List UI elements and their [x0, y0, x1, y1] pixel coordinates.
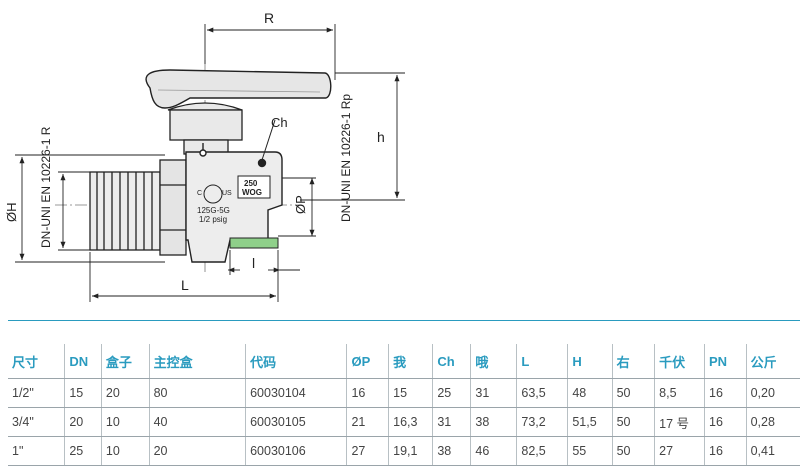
table-cell: 3/4"	[8, 407, 65, 437]
dim-label-L: L	[181, 277, 189, 293]
table-cell: 20	[100, 378, 150, 408]
table-cell: 51,5	[567, 407, 613, 437]
table-cell: 38	[470, 407, 517, 437]
table-cell: 50	[611, 407, 655, 437]
table-cell: 31	[470, 378, 517, 408]
dim-label-h: h	[377, 129, 385, 145]
column-header: 千伏	[654, 344, 705, 379]
table-cell: 50	[611, 378, 655, 408]
handle-lever	[145, 69, 332, 109]
column-header: 我	[388, 344, 433, 379]
mark-csa-c: C	[197, 190, 202, 197]
dim-label-OH: ØH	[4, 203, 19, 223]
table-cell: 1/2"	[8, 378, 65, 408]
table-cell: 73,2	[516, 407, 568, 437]
table-cell: 16	[704, 407, 747, 437]
dim-label-R: R	[264, 10, 274, 26]
table-cell: 31	[432, 407, 471, 437]
table-cell: 27	[654, 436, 705, 466]
valve-body	[185, 119, 283, 263]
column-header: 主控盒	[148, 344, 246, 379]
male-thread	[89, 171, 161, 251]
column-header: PN	[704, 344, 747, 379]
table-cell: 46	[470, 436, 517, 466]
table-cell: 1"	[8, 436, 65, 466]
body-markings: C US 125G-5G 1/2 psig 250 WOG	[197, 179, 262, 224]
table-cell: 25	[432, 378, 471, 408]
hex-collar	[159, 159, 187, 256]
label-250: 250	[244, 179, 258, 188]
table-cell: 16	[704, 436, 747, 466]
mark-pressure-1: 125G-5G	[197, 206, 230, 215]
table-cell: 16,3	[388, 407, 433, 437]
table-cell: 0,41	[745, 436, 800, 466]
column-header: 代码	[245, 344, 347, 379]
table-cell: 10	[100, 407, 150, 437]
label-wog: WOG	[242, 188, 262, 197]
column-header: 哦	[470, 344, 517, 379]
column-header: 右	[611, 344, 655, 379]
dimension-lines	[15, 24, 405, 302]
table-cell: 48	[567, 378, 613, 408]
table-cell: 60030106	[245, 436, 347, 466]
table-cell: 8,5	[654, 378, 705, 408]
table-cell: 17 号	[654, 407, 705, 437]
dim-label-OP: ØP	[293, 195, 308, 214]
table-cell: 16	[704, 378, 747, 408]
table-cell: 50	[611, 436, 655, 466]
table-cell: 20	[64, 407, 102, 437]
table-cell: 21	[346, 407, 389, 437]
dim-label-l: l	[252, 255, 255, 271]
thread-label-right: DN-UNI EN 10226-1 Rp	[339, 94, 353, 222]
table-cell: 10	[100, 436, 150, 466]
column-header: ØP	[346, 344, 389, 379]
column-header: 公斤	[745, 344, 800, 379]
table-cell: 82,5	[516, 436, 568, 466]
table-cell: 63,5	[516, 378, 568, 408]
column-header: 尺寸	[8, 344, 65, 379]
valve-drawing: C US 125G-5G 1/2 psig 250 WOG	[4, 10, 405, 302]
dim-label-Ch: Ch	[271, 115, 288, 130]
valve-stem	[167, 102, 243, 155]
section-divider	[8, 320, 800, 321]
table-cell: 60030104	[245, 378, 347, 408]
table-cell: 15	[64, 378, 102, 408]
table-cell: 0,20	[745, 378, 800, 408]
table-cell: 27	[346, 436, 389, 466]
table-cell: 55	[567, 436, 613, 466]
table-cell: 0,28	[745, 407, 800, 437]
column-header: DN	[64, 344, 102, 379]
table-cell: 20	[148, 436, 246, 466]
table-cell: 38	[432, 436, 471, 466]
mark-csa-us: US	[222, 190, 232, 197]
table-cell: 19,1	[388, 436, 433, 466]
column-header: H	[567, 344, 613, 379]
table-cell: 16	[346, 378, 389, 408]
mark-pressure-2: 1/2 psig	[199, 215, 227, 224]
table-cell: 80	[148, 378, 246, 408]
table-cell: 15	[388, 378, 433, 408]
table-cell: 25	[64, 436, 102, 466]
column-header: 盒子	[100, 344, 150, 379]
column-header: L	[516, 344, 568, 379]
table-cell: 40	[148, 407, 246, 437]
thread-label-left: DN-UNI EN 10226-1 R	[39, 126, 53, 248]
table-cell: 60030105	[245, 407, 347, 437]
column-header: Ch	[432, 344, 471, 379]
